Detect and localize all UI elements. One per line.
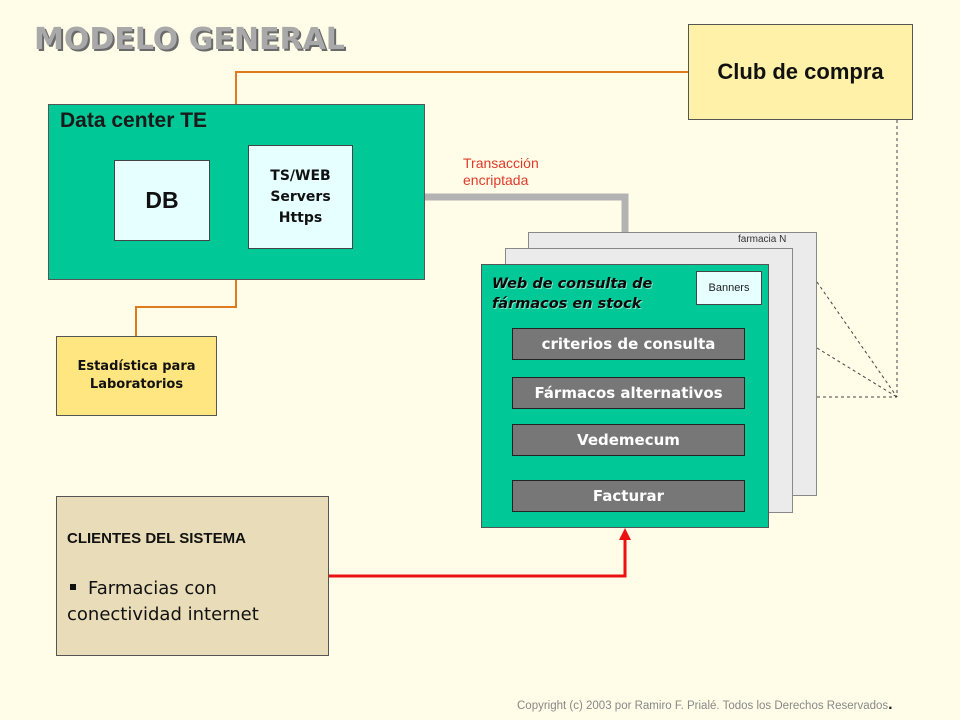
server-line-1: TS/WEB — [270, 167, 331, 184]
copyright-period: . — [888, 696, 893, 713]
datacenter-box — [48, 104, 425, 280]
web-title-line-2: fármacos en stock — [492, 296, 642, 312]
transaction-line-2: encriptada — [463, 172, 529, 188]
stats-line-2: Laboratorios — [89, 377, 184, 392]
server-line-3: Https — [278, 209, 323, 226]
stats-line-1: Estadística para — [77, 359, 196, 374]
clientes-heading: CLIENTES DEL SISTEMA — [67, 530, 246, 547]
transaction-label: Transacción encriptada — [463, 155, 539, 189]
datacenter-stats-connector — [135, 280, 237, 336]
bullet-icon — [70, 584, 76, 590]
vedemecum-button[interactable]: Vedemecum — [512, 424, 745, 456]
clientes-item-line-1: Farmacias con — [88, 578, 217, 599]
stats-laboratorios-box: Estadística para Laboratorios — [56, 336, 217, 416]
clientes-list-item: Farmacias con conectividad internet — [67, 576, 322, 628]
server-line-2: Servers — [270, 188, 331, 205]
facturar-button[interactable]: Facturar — [512, 480, 745, 512]
club-pharmacy-dashed-lines — [816, 120, 898, 398]
web-consulta-title: Web de consulta de fármacos en stock — [492, 274, 652, 314]
datacenter-label: Data center TE — [60, 109, 208, 132]
farmacos-alternativos-button[interactable]: Fármacos alternativos — [512, 377, 745, 409]
clients-web-arrowhead — [619, 528, 631, 540]
banners-box[interactable]: Banners — [696, 271, 762, 305]
web-servers-box: TS/WEB Servers Https — [248, 145, 353, 249]
criterios-consulta-button[interactable]: criterios de consulta — [512, 328, 745, 360]
server-web-link — [353, 193, 629, 232]
club-label: Club de compra — [717, 59, 884, 84]
clientes-item-line-2: conectividad internet — [67, 604, 259, 625]
db-label: DB — [145, 187, 179, 213]
copyright-notice: Copyright (c) 2003 por Ramiro F. Prialé.… — [517, 696, 893, 714]
transaction-line-1: Transacción — [463, 155, 539, 171]
club-de-compra-box: Club de compra — [688, 24, 913, 120]
pharmacy-sheet-n-label: farmacia N — [738, 234, 787, 245]
db-box: DB — [114, 160, 210, 241]
datacenter-club-connector — [235, 71, 688, 104]
web-title-line-1: Web de consulta de — [492, 276, 653, 292]
copyright-text: Copyright (c) 2003 por Ramiro F. Prialé.… — [517, 700, 889, 712]
page-title: MODELO GENERAL — [34, 22, 345, 57]
clientes-sistema-box — [56, 496, 329, 656]
banners-label: Banners — [708, 282, 750, 294]
clients-web-arrow — [329, 538, 627, 578]
